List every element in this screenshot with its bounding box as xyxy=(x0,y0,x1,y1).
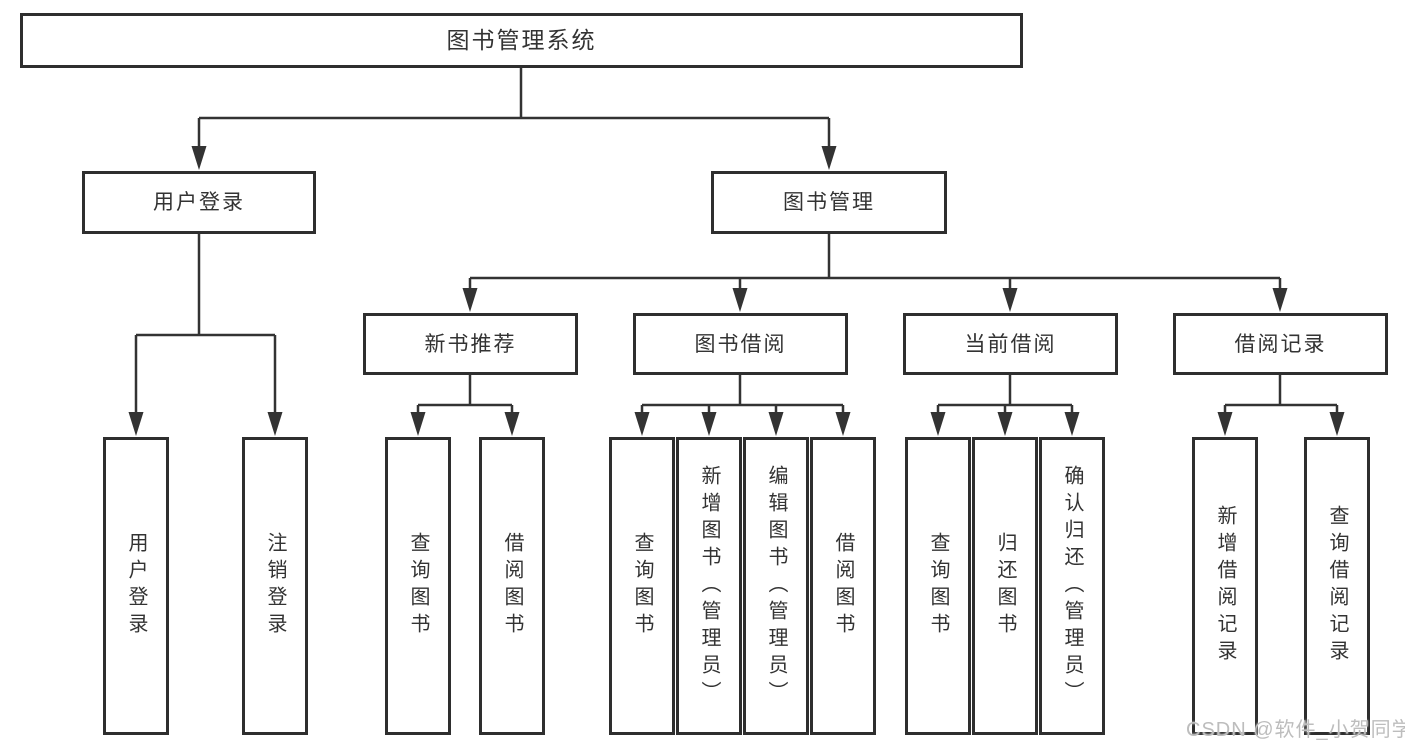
node-user-login: 用户登录 xyxy=(82,171,316,234)
leaf-edit-books-admin: 编辑图书（管理员） xyxy=(743,437,809,735)
leaf-return-books: 归还图书 xyxy=(972,437,1038,735)
leaf-query-books-borrow: 查询图书 xyxy=(609,437,675,735)
leaf-label: 归还图书 xyxy=(994,532,1016,640)
node-borrow-records: 借阅记录 xyxy=(1173,313,1388,375)
node-current-borrow-label: 当前借阅 xyxy=(964,332,1057,356)
leaf-borrow-books: 借阅图书 xyxy=(810,437,876,735)
leaf-add-borrow-record: 新增借阅记录 xyxy=(1192,437,1258,735)
leaf-user-login: 用户登录 xyxy=(103,437,169,735)
node-new-book-recommend-label: 新书推荐 xyxy=(424,332,517,356)
leaf-label: 注销登录 xyxy=(264,532,286,640)
leaf-label: 查询图书 xyxy=(927,532,949,640)
leaf-add-books-admin: 新增图书（管理员） xyxy=(676,437,742,735)
leaf-confirm-return-admin: 确认归还（管理员） xyxy=(1039,437,1105,735)
leaf-label: 新增图书（管理员） xyxy=(698,464,720,708)
leaf-logout: 注销登录 xyxy=(242,437,308,735)
leaf-query-borrow-record: 查询借阅记录 xyxy=(1304,437,1370,735)
node-user-login-label: 用户登录 xyxy=(153,191,245,214)
node-book-management-label: 图书管理 xyxy=(783,191,875,214)
node-new-book-recommend: 新书推荐 xyxy=(363,313,578,375)
leaf-label: 确认归还（管理员） xyxy=(1061,464,1083,708)
leaf-label: 编辑图书（管理员） xyxy=(765,464,787,708)
node-book-management: 图书管理 xyxy=(711,171,947,234)
leaf-query-books-recommend: 查询图书 xyxy=(385,437,451,735)
node-book-borrow: 图书借阅 xyxy=(633,313,848,375)
leaf-label: 查询图书 xyxy=(407,532,429,640)
csdn-watermark: CSDN @软件_小贺同学 xyxy=(1186,719,1405,741)
node-root: 图书管理系统 xyxy=(20,13,1023,68)
leaf-label: 查询借阅记录 xyxy=(1326,505,1348,667)
leaf-borrow-books-recommend: 借阅图书 xyxy=(479,437,545,735)
leaf-label: 查询图书 xyxy=(631,532,653,640)
node-book-borrow-label: 图书借阅 xyxy=(694,332,787,356)
node-borrow-records-label: 借阅记录 xyxy=(1234,332,1327,356)
node-current-borrow: 当前借阅 xyxy=(903,313,1118,375)
leaf-query-books-current: 查询图书 xyxy=(905,437,971,735)
node-root-label: 图书管理系统 xyxy=(446,27,597,53)
leaf-label: 用户登录 xyxy=(125,532,147,640)
leaf-label: 借阅图书 xyxy=(832,532,854,640)
leaf-label: 新增借阅记录 xyxy=(1214,505,1236,667)
leaf-label: 借阅图书 xyxy=(501,532,523,640)
